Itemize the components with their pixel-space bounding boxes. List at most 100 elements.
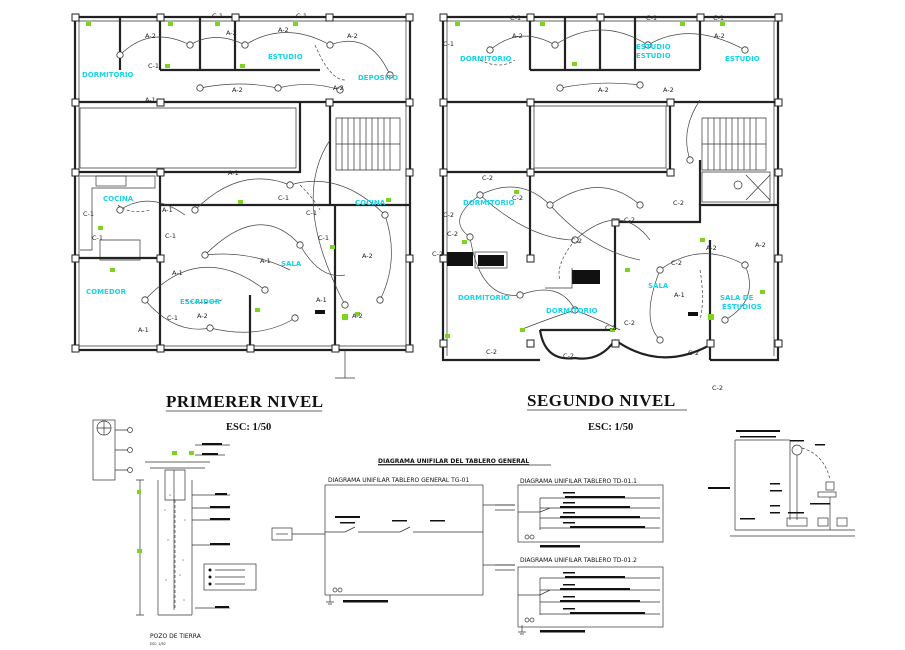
panel-td1-title: DIAGRAMA UNIFILAR TABLERO TD-01.1	[520, 478, 637, 485]
svg-text:A-1: A-1	[172, 269, 183, 277]
svg-text:C-1: C-1	[306, 209, 317, 217]
room-label-estudio-2: ESTUDIO	[636, 52, 671, 60]
svg-text:A-2: A-2	[755, 241, 766, 249]
svg-text:A-1: A-1	[162, 206, 173, 214]
svg-text:C-2: C-2	[605, 324, 616, 332]
panel-general-title: DIAGRAMA UNIFILAR TABLERO GENERAL TG-01	[328, 477, 469, 484]
svg-text:C-2: C-2	[624, 216, 635, 224]
grounding-well-detail: POZO DE TIERRA ESC: 1/50	[92, 419, 257, 646]
room-label-dormitorio: DORMITORIO	[82, 71, 133, 79]
svg-text:C-1: C-1	[646, 14, 657, 22]
circuit-wiring-2	[459, 29, 750, 341]
svg-text:C-1: C-1	[212, 12, 223, 20]
room-label-deposito: DEPOSITO	[358, 74, 398, 82]
room-label-cocina-2: COCINA	[355, 199, 386, 207]
stray-circuit-label: C-2	[712, 384, 723, 392]
svg-text:C-2: C-2	[443, 211, 454, 219]
svg-text:A-2: A-2	[598, 86, 609, 94]
svg-text:C-2: C-2	[486, 348, 497, 356]
svg-text:A-1: A-1	[674, 291, 685, 299]
columns	[71, 13, 414, 353]
single-line-diagrams: DIAGRAMA UNIFILAR DEL TABLERO GENERAL DI…	[271, 458, 664, 635]
svg-text:C-1: C-1	[713, 14, 724, 22]
svg-text:A-2: A-2	[145, 32, 156, 40]
second-floor-plan: DORMITORIO ESTUDIO ESTUDIO ESTUDIO DORMI…	[432, 13, 783, 362]
svg-text:A-1: A-1	[260, 257, 271, 265]
room-label-estudio: ESTUDIO	[268, 53, 303, 61]
room-label-sala-de: SALA DE	[720, 294, 754, 302]
svg-text:C-2: C-2	[432, 250, 443, 258]
panel-td2-box	[517, 566, 664, 628]
svg-text:C-1: C-1	[92, 234, 103, 242]
svg-text:C-1: C-1	[83, 210, 94, 218]
svg-text:A-2: A-2	[347, 32, 358, 40]
room-label-dormitorio-4: DORMITORIO	[546, 307, 597, 315]
switch-outlets-2	[445, 22, 765, 338]
columns-2	[439, 13, 783, 348]
stairs-2	[701, 117, 767, 171]
svg-text:A-2: A-2	[663, 86, 674, 94]
svg-text:A-2: A-2	[333, 84, 344, 92]
svg-text:A-2: A-2	[352, 312, 363, 320]
second-floor-title: SEGUNDO NIVEL	[527, 391, 676, 410]
svg-text:C-1: C-1	[296, 12, 307, 20]
circuit-wiring	[117, 32, 392, 333]
svg-text:A-1: A-1	[228, 169, 239, 177]
panel-general-box	[324, 484, 484, 596]
svg-text:A-2: A-2	[362, 252, 373, 260]
svg-text:C-1: C-1	[318, 234, 329, 242]
room-label-sala: SALA	[648, 282, 669, 290]
ceiling-lamps-2	[466, 41, 749, 344]
diagram-title: DIAGRAMA UNIFILAR DEL TABLERO GENERAL	[378, 458, 529, 465]
room-label-cocina: COCINA	[103, 195, 134, 203]
room-label-dormitorio-2: DORMITORIO	[463, 199, 514, 207]
svg-text:A-2: A-2	[512, 32, 523, 40]
circuit-labels-first: A-2 C-1 A-2 A-2 C-1 A-2 A-2 A-1 A-1 C-1 …	[83, 12, 373, 334]
svg-text:C-2: C-2	[563, 352, 574, 360]
room-label-escridor: ESCRIDOR	[180, 298, 221, 306]
svg-text:A-2: A-2	[232, 86, 243, 94]
svg-text:C-2: C-2	[482, 174, 493, 182]
room-label-estudios: ESTUDIOS	[722, 303, 762, 311]
svg-text:C-1: C-1	[278, 194, 289, 202]
svg-text:A-2: A-2	[226, 29, 237, 37]
switch-outlets	[86, 22, 391, 320]
svg-text:C-2: C-2	[671, 259, 682, 267]
svg-text:C-1: C-1	[443, 40, 454, 48]
svg-text:A-1: A-1	[138, 326, 149, 334]
room-label-estudio-3: ESTUDIO	[725, 55, 760, 63]
room-label-sala: SALA	[281, 260, 302, 268]
circuit-labels-second: C-1 C-1 C-1 C-1 A-2 A-2 A-2 A-2 C-2 C-2 …	[432, 14, 766, 360]
ceiling-lamps	[116, 41, 394, 332]
room-label-dormitorio-3: DORMITORIO	[458, 294, 509, 302]
connection-detail	[708, 430, 855, 537]
svg-text:C-1: C-1	[510, 14, 521, 22]
panel-td1-box	[517, 484, 664, 543]
first-floor-plan: DORMITORIO ESTUDIO DEPOSITO COCINA COCIN…	[71, 12, 414, 379]
stairs	[335, 117, 401, 171]
first-floor-scale: ESC: 1/50	[226, 422, 271, 433]
first-floor-title: PRIMERER NIVEL	[166, 392, 324, 411]
svg-text:A-1: A-1	[316, 296, 327, 304]
svg-text:C-2: C-2	[571, 237, 582, 245]
svg-text:A-2: A-2	[714, 32, 725, 40]
svg-text:A-2: A-2	[197, 312, 208, 320]
svg-text:C-2: C-2	[512, 194, 523, 202]
panel-td2-title: DIAGRAMA UNIFILAR TABLERO TD-01.2	[520, 557, 637, 564]
svg-text:C-2: C-2	[624, 319, 635, 327]
room-label-comedor: COMEDOR	[86, 288, 127, 296]
room-label-dormitorio-1: DORMITORIO	[460, 55, 511, 63]
svg-text:C-1: C-1	[165, 232, 176, 240]
svg-text:A-1: A-1	[145, 96, 156, 104]
svg-text:C-1: C-1	[148, 62, 159, 70]
svg-text:A-2: A-2	[706, 244, 717, 252]
grounding-well-scale: ESC: 1/50	[150, 642, 166, 646]
svg-text:C-2: C-2	[688, 349, 699, 357]
svg-text:A-2: A-2	[278, 26, 289, 34]
svg-text:C-1: C-1	[167, 314, 178, 322]
room-label-estudio-1: ESTUDIO	[636, 43, 671, 51]
second-floor-scale: ESC: 1/50	[588, 422, 633, 433]
svg-text:C-2: C-2	[447, 230, 458, 238]
grounding-well-label: POZO DE TIERRA	[150, 633, 202, 640]
